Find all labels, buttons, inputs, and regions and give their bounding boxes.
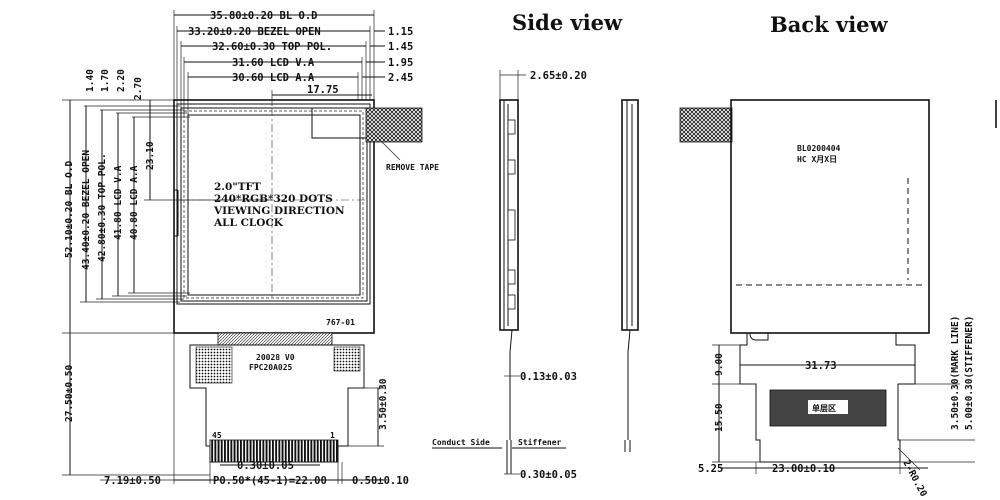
dim-right-offset: 0.50±0.10 <box>352 475 409 487</box>
dim-pin-width: 0.30±0.05 <box>237 460 294 472</box>
dim-1-40: 1.40 <box>85 69 96 92</box>
dim-right-4: 2.45 <box>388 72 413 84</box>
front-view: 35.80±0.20 BL O.D 33.20±0.20 BEZEL OPEN … <box>62 10 439 487</box>
conduct-side-label: Conduct Side <box>432 437 490 447</box>
dim-1-70: 1.70 <box>100 69 111 92</box>
back-tape-tab <box>679 107 733 143</box>
back-view: Back view BL0200404 HC X月X日 单层区 31.73 9.… <box>679 12 997 499</box>
dim-right-2: 1.45 <box>388 41 413 53</box>
fpc-version: 20028 V0 <box>256 353 295 362</box>
back-dim-5-25: 5.25 <box>698 463 723 475</box>
back-mark-line: 3.50±0.30(MARK LINE) <box>950 316 961 430</box>
lcd-text-clock: ALL CLOCK <box>213 217 284 229</box>
back-date-code: HC X月X日 <box>797 155 837 164</box>
dim-bl-od-height: 52.10±0.20 BL O.D <box>64 160 75 258</box>
dim-top-pol-height: 42.80±0.30 TOP POL. <box>97 153 108 262</box>
back-part-number: BL0200404 <box>797 144 841 153</box>
back-dim-31-73: 31.73 <box>805 360 837 372</box>
side-fpc-thickness: 0.13±0.03 <box>520 371 577 383</box>
dim-2-20: 2.20 <box>116 69 127 92</box>
mark-code: 767-01 <box>326 318 355 327</box>
dim-27-50: 27.50±0.50 <box>64 365 75 422</box>
pin-first: 45 <box>212 431 222 440</box>
dim-fpc-tail: 3.50±0.30 <box>378 378 389 430</box>
bottom-dimensions: 0.30±0.05 7.19±0.50 P0.50*(45-1)=22.00 0… <box>100 333 409 487</box>
dim-bezel-open-width: 33.20±0.20 BEZEL OPEN <box>188 26 321 38</box>
fpc-front: 20028 V0 FPC20A025 45 1 3.50±0.30 <box>189 332 389 463</box>
dim-pitch-total: P0.50*(45-1)=22.00 <box>213 475 327 487</box>
back-dim-15-50: 15.50 <box>714 403 725 432</box>
side-view-title: Side view <box>512 10 623 35</box>
left-small-dimensions: 1.40 1.70 2.20 2.70 <box>84 69 190 118</box>
back-dim-9-00: 9.00 <box>714 353 725 376</box>
lcd-text-size: 2.0"TFT <box>214 181 261 193</box>
remove-tape-label: REMOVE TAPE <box>386 163 439 172</box>
lcd-text-viewing: VIEWING DIRECTION <box>213 205 345 217</box>
lcd-text-block: 2.0"TFT 240*RGB*320 DOTS VIEWING DIRECTI… <box>213 181 345 229</box>
dim-top-pol-width: 32.60±0.30 TOP POL. <box>212 41 332 53</box>
back-stiffener-dim: 5.00±0.30(STIFFENER) <box>964 316 975 430</box>
dim-lcd-aa-height: 40.80 LCD A.A <box>129 165 140 240</box>
dim-bezel-open-height: 43.40±0.20 BEZEL OPEN <box>81 150 92 270</box>
back-view-title: Back view <box>770 12 889 37</box>
back-stiffener-label: 单层区 <box>812 403 836 413</box>
side-stiffener-thickness: 0.30±0.05 <box>520 469 577 481</box>
fpc-part: FPC20A025 <box>249 363 293 372</box>
dim-23-10: 23.10 <box>145 141 156 170</box>
dim-right-1: 1.15 <box>388 26 413 38</box>
side-thickness: 2.65±0.20 <box>530 70 587 82</box>
pin-last: 1 <box>330 431 335 440</box>
dim-2-70: 2.70 <box>133 77 144 100</box>
vertical-dimensions: 52.10±0.20 BL O.D 43.40±0.20 BEZEL OPEN … <box>62 99 272 476</box>
dim-lcd-aa-width: 30.60 LCD A.A <box>232 72 315 84</box>
dim-17-75: 17.75 <box>307 84 339 96</box>
side-view: Side view 2.65±0.20 0.13±0.03 0.30±0.05 … <box>432 10 639 481</box>
back-dim-23-00: 23.00±0.10 <box>772 463 835 475</box>
stiffener-label: Stiffener <box>518 437 562 447</box>
dim-bl-od-width: 35.80±0.20 BL O.D <box>210 10 317 22</box>
top-dimensions: 35.80±0.20 BL O.D 33.20±0.20 BEZEL OPEN … <box>173 10 413 115</box>
lcd-text-resolution: 240*RGB*320 DOTS <box>214 193 333 205</box>
dim-lcd-va-width: 31.60 LCD V.A <box>232 57 315 69</box>
dim-right-3: 1.95 <box>388 57 413 69</box>
dim-left-offset: 7.19±0.50 <box>104 475 161 487</box>
dim-lcd-va-height: 41.80 LCD V.A <box>113 165 124 240</box>
remove-tape-tab <box>365 107 423 143</box>
